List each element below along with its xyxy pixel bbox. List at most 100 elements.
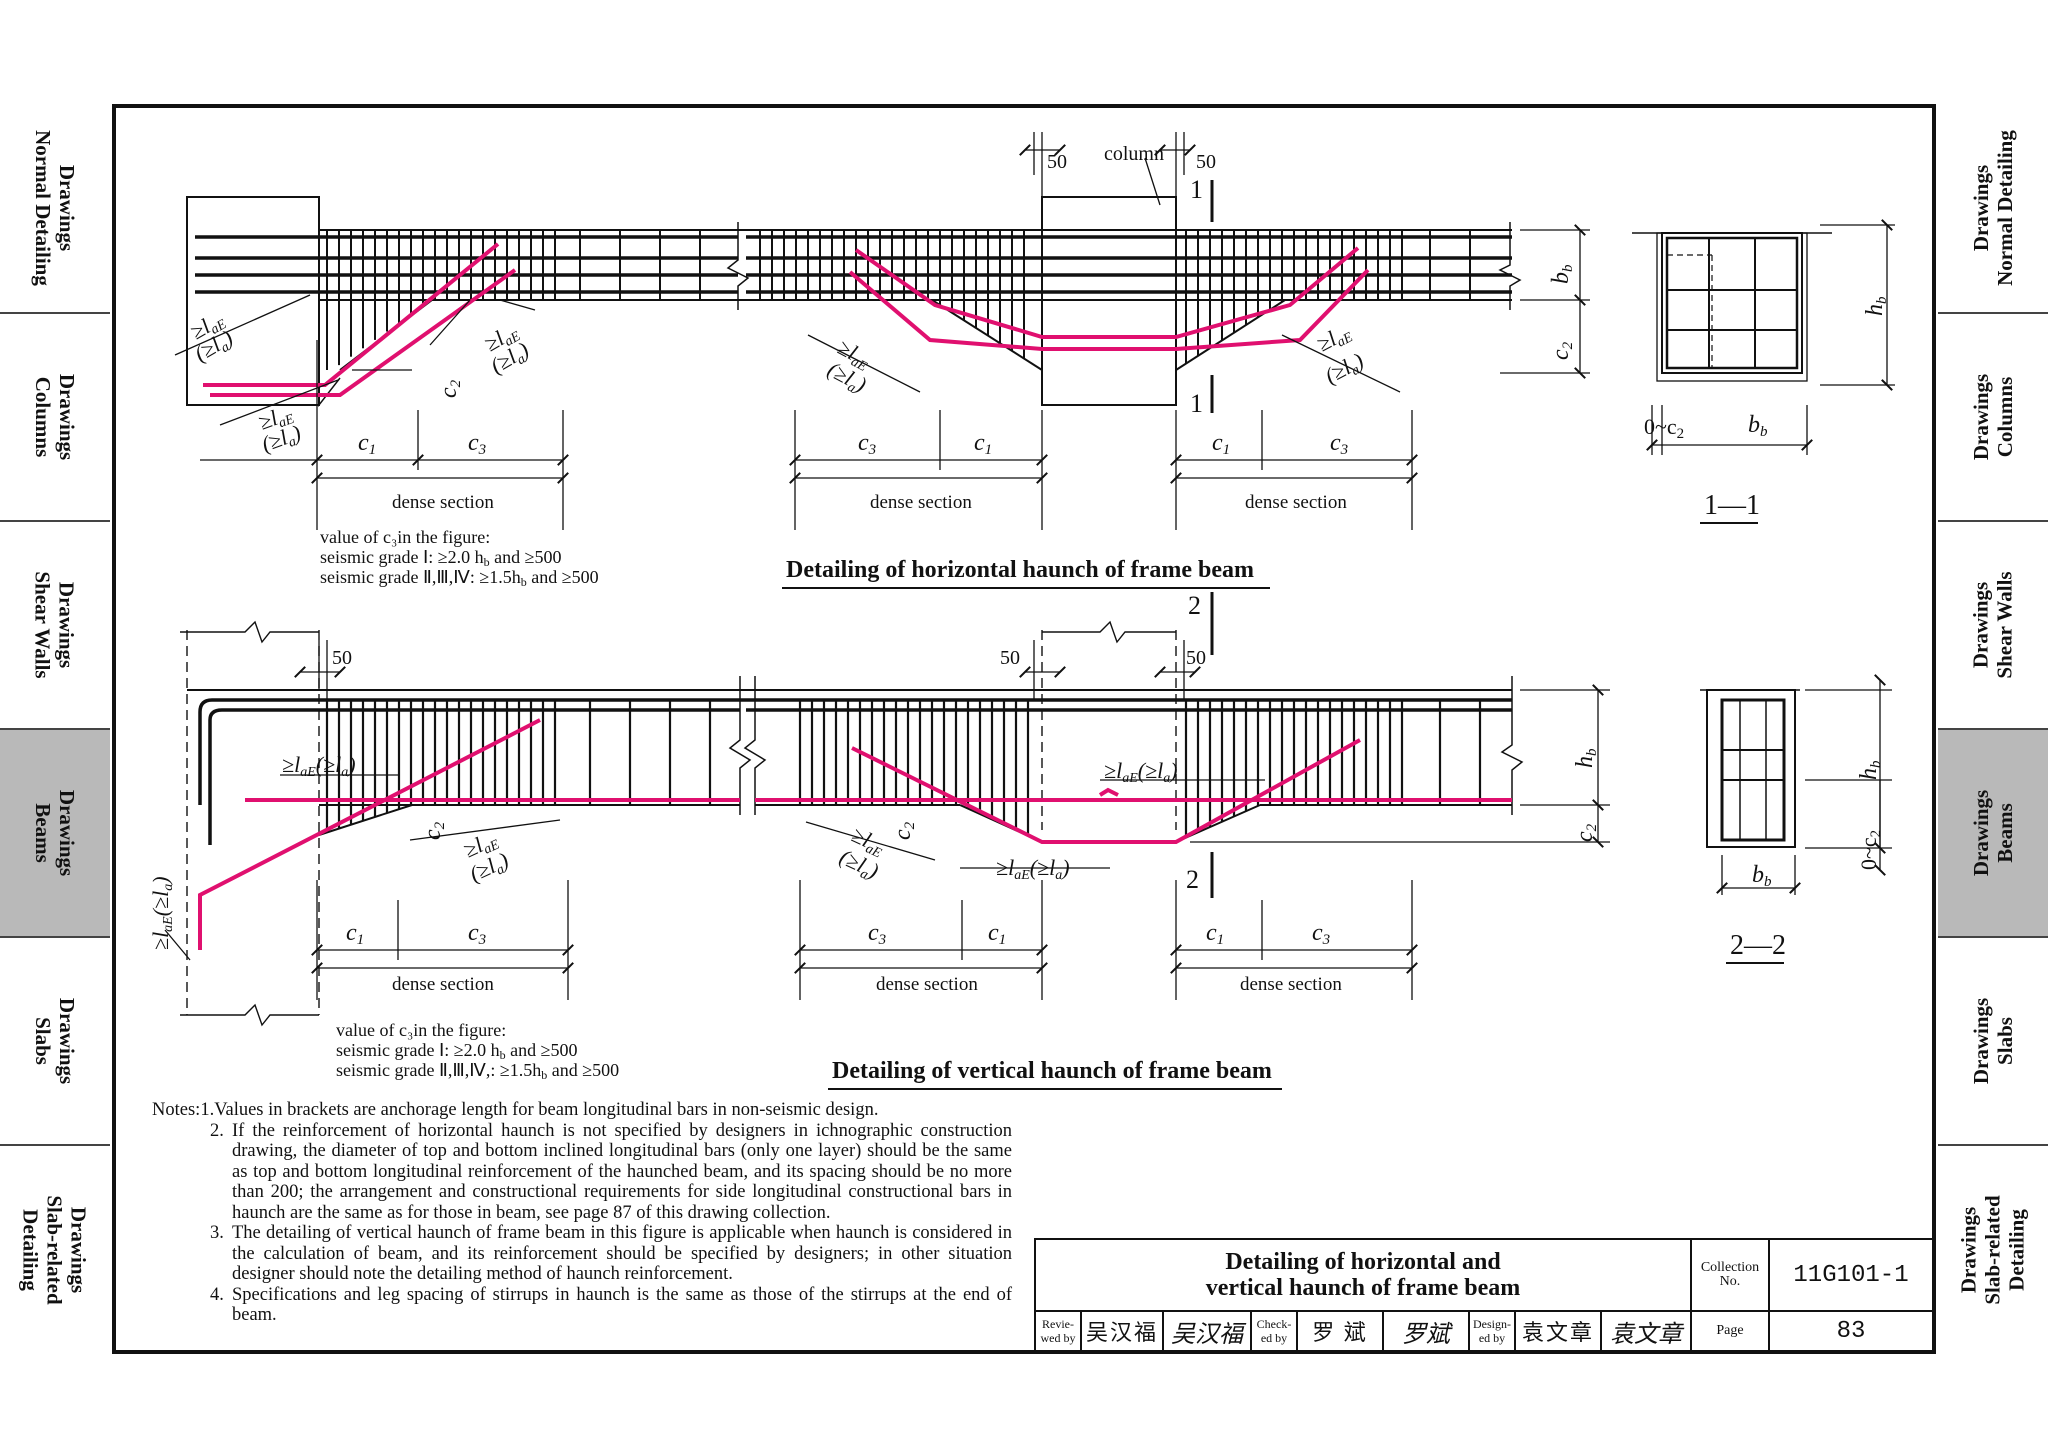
note-item: 2. If the reinforcement of horizontal ha… — [152, 1121, 1012, 1224]
c3-label: c3 — [468, 920, 486, 948]
hb-label: hb — [1856, 760, 1884, 780]
note-text: If the reinforcement of horizontal haunc… — [232, 1120, 1012, 1223]
c3-note-line3: seismic grade Ⅱ,Ⅲ,Ⅳ,: ≥1.5hb and ≥500 — [336, 1060, 619, 1082]
designer-name: 袁文章 — [1516, 1312, 1602, 1352]
c1-label: c1 — [974, 430, 992, 458]
left-chapter-tabs: Drawings Normal Detailing Drawings Colum… — [0, 104, 110, 1354]
haunch-bars-bottom — [198, 718, 1512, 950]
page-number: 83 — [1770, 1312, 1934, 1352]
section-1-1 — [1632, 219, 1895, 524]
reviewed-by-label: Revie- wed by — [1036, 1312, 1082, 1352]
c2-label: c2 — [890, 821, 918, 840]
note-number: 2. — [210, 1120, 224, 1141]
hb-label: hb — [1572, 748, 1600, 768]
vertical-haunch-stirrups — [325, 700, 1482, 839]
left-column-outline — [186, 196, 320, 406]
left-tab-columns[interactable]: Drawings Columns — [0, 314, 110, 522]
dim-0-c2: 0~c2 — [1856, 830, 1884, 870]
anchor-length-label: ≥laE(≥la) — [282, 752, 356, 780]
drawing-title-line1: Detailing of horizontal and — [1225, 1249, 1501, 1275]
c3-note-line1: value of c₃in the figure: — [336, 1020, 506, 1040]
right-tab-shear-walls[interactable]: Drawings Shear Walls — [1938, 522, 2048, 730]
collection-no: 11G101-1 — [1770, 1240, 1934, 1312]
note-text: The detailing of vertical haunch of fram… — [232, 1223, 1012, 1284]
horizontal-haunch-stirrups — [326, 230, 1471, 370]
c2-label: c2 — [1548, 341, 1576, 360]
general-notes: Notes: 1. Values in brackets are anchora… — [152, 1100, 1012, 1326]
collection-no-label: Collection No. — [1692, 1240, 1770, 1312]
dim-50-b: 50 — [1000, 647, 1020, 669]
right-tab-slabs[interactable]: Drawings Slabs — [1938, 938, 2048, 1146]
c1-label: c1 — [358, 430, 376, 458]
c3-label: c3 — [1312, 920, 1330, 948]
hb-label: hb — [1862, 296, 1890, 316]
column-label: column — [1104, 143, 1164, 165]
note-text: Values in brackets are anchorage length … — [214, 1100, 879, 1120]
left-tab-normal-detailing[interactable]: Drawings Normal Detailing — [0, 104, 110, 314]
section-2-label: 2—2 — [1730, 930, 1786, 961]
top-dimensions — [174, 132, 1590, 530]
checker-signature: 罗斌 — [1384, 1312, 1470, 1352]
c3-note-line2: seismic grade Ⅰ: ≥2.0 hb and ≥500 — [336, 1040, 578, 1062]
dense-section-4: dense section — [392, 974, 494, 995]
title-block: Detailing of horizontal and vertical hau… — [1034, 1238, 1934, 1352]
c2-label: c2 — [1572, 823, 1600, 842]
anchor-length-label: ≥laE(≥la) — [996, 855, 1070, 883]
right-tab-columns[interactable]: Drawings Columns — [1938, 314, 2048, 522]
section-mark-1-top: 1 — [1190, 175, 1203, 204]
bb-label: bb — [1548, 264, 1576, 284]
c1-label: c1 — [988, 920, 1006, 948]
designer-signature: 袁文章 — [1602, 1312, 1692, 1352]
c3-label: c3 — [868, 920, 886, 948]
left-tab-shear-walls[interactable]: Drawings Shear Walls — [0, 522, 110, 730]
c1-label: c1 — [346, 920, 364, 948]
section-2-2 — [1700, 674, 1892, 964]
horizontal-haunch-figure — [174, 132, 1895, 530]
bb-label: bb — [1748, 412, 1768, 440]
note-item: Notes: 1. Values in brackets are anchora… — [152, 1100, 1012, 1121]
dim-50-left: 50 — [1047, 151, 1067, 173]
dim-0-c2: 0~c2 — [1644, 414, 1684, 442]
anchor-length-label: ≥laE(≥la) — [148, 876, 176, 950]
vertical-haunch-title: Detailing of vertical haunch of frame be… — [832, 1058, 1272, 1084]
anchor-length-label: ≥laE — [847, 822, 890, 862]
reviewer-name: 吴汉福 — [1082, 1312, 1164, 1352]
dim-50-right: 50 — [1196, 151, 1216, 173]
drawing-title: Detailing of horizontal and vertical hau… — [1036, 1240, 1692, 1312]
section-mark-2-top: 2 — [1188, 591, 1201, 620]
c1-label: c1 — [1212, 430, 1230, 458]
bottom-dimensions — [164, 592, 1610, 1000]
right-tab-normal-detailing[interactable]: Drawings Normal Detailing — [1938, 104, 2048, 314]
checked-by-label: Check- ed by — [1252, 1312, 1298, 1352]
section-1-label: 1—1 — [1704, 490, 1760, 521]
c3-note-line3: seismic grade Ⅱ,Ⅲ,Ⅳ: ≥1.5hb and ≥500 — [320, 567, 599, 589]
right-tab-beams[interactable]: Drawings Beams — [1938, 730, 2048, 938]
checker-name: 罗 斌 — [1298, 1312, 1384, 1352]
section-mark-2-bottom: 2 — [1186, 865, 1199, 894]
c1-label: c1 — [1206, 920, 1224, 948]
left-tab-beams[interactable]: Drawings Beams — [0, 730, 110, 938]
section-mark-1-bottom: 1 — [1190, 389, 1203, 418]
c3-label: c3 — [858, 430, 876, 458]
right-chapter-tabs: Drawings Normal Detailing Drawings Colum… — [1938, 104, 2048, 1354]
note-text: Specifications and leg spacing of stirru… — [232, 1284, 1012, 1326]
dim-50-a: 50 — [332, 647, 352, 669]
left-tab-slabs[interactable]: Drawings Slabs — [0, 938, 110, 1146]
c3-label: c3 — [468, 430, 486, 458]
c3-note-line1: value of c₃in the figure: — [320, 527, 490, 547]
bb-label: bb — [1752, 862, 1772, 890]
note-item: 3. The detailing of vertical haunch of f… — [152, 1223, 1012, 1285]
note-number: 1. — [200, 1100, 215, 1120]
dense-section-5: dense section — [876, 974, 978, 995]
note-number: 3. — [210, 1223, 224, 1243]
notes-prefix: Notes: — [152, 1100, 201, 1120]
designed-by-label: Design- ed by — [1470, 1312, 1516, 1352]
note-number: 4. — [210, 1284, 224, 1305]
dense-section-3: dense section — [1245, 492, 1347, 513]
note-item: 4. Specifications and leg spacing of sti… — [152, 1285, 1012, 1326]
drawing-title-line2: vertical haunch of frame beam — [1205, 1275, 1521, 1301]
page-label: Page — [1692, 1312, 1770, 1352]
dense-section-6: dense section — [1240, 974, 1342, 995]
vertical-haunch-figure — [164, 592, 1892, 1027]
